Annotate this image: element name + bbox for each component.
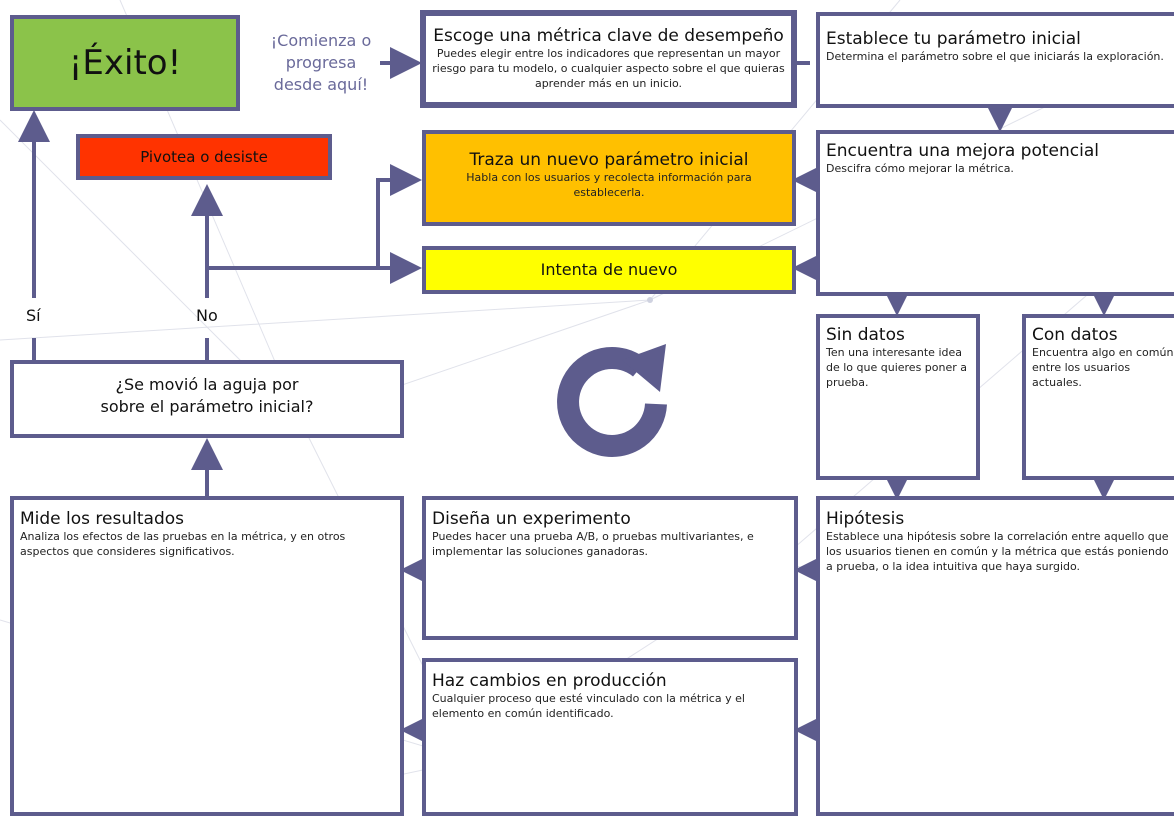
- node-escoge-title: Escoge una métrica clave de desempeño: [433, 26, 784, 46]
- node-pregunta-title: ¿Se movió la aguja por sobre el parámetr…: [100, 375, 314, 416]
- node-disena-title: Diseña un experimento: [432, 509, 631, 529]
- start-label: ¡Comienza o progresa desde aquí!: [270, 31, 372, 94]
- node-con-datos: Con datos Encuentra algo en común entre …: [1022, 314, 1174, 480]
- circular-arrow-icon: [557, 344, 667, 457]
- node-encuentra-desc: Descifra cómo mejorar la métrica.: [826, 162, 1014, 175]
- node-traza: Traza un nuevo parámetro inicial Habla c…: [422, 130, 796, 226]
- node-mide: Mide los resultados Analiza los efectos …: [10, 496, 404, 816]
- node-haz-title: Haz cambios en producción: [432, 671, 667, 691]
- node-exito-title: ¡Éxito!: [68, 43, 182, 83]
- node-sin-datos-desc: Ten una interesante idea de lo que quier…: [826, 346, 968, 389]
- node-establece-title: Establece tu parámetro inicial: [826, 29, 1081, 49]
- node-intenta-title: Intenta de nuevo: [540, 260, 678, 279]
- label-si: Sí: [26, 306, 41, 325]
- connectors: [18, 47, 1120, 746]
- node-haz-cambios: Haz cambios en producción Cualquier proc…: [422, 658, 798, 816]
- node-hipotesis: Hipótesis Establece una hipótesis sobre …: [816, 496, 1174, 816]
- node-escoge-desc: Puedes elegir entre los indicadores que …: [432, 47, 785, 90]
- node-pivotea: Pivotea o desiste: [76, 134, 332, 180]
- label-no: No: [196, 306, 218, 325]
- node-sin-datos-title: Sin datos: [826, 325, 905, 345]
- node-disena: Diseña un experimento Puedes hacer una p…: [422, 496, 798, 640]
- node-mide-title: Mide los resultados: [20, 509, 184, 529]
- node-hipotesis-desc: Establece una hipótesis sobre la correla…: [826, 530, 1169, 573]
- node-con-datos-desc: Encuentra algo en común entre los usuari…: [1032, 346, 1174, 389]
- node-con-datos-title: Con datos: [1032, 325, 1118, 345]
- node-mide-desc: Analiza los efectos de las pruebas en la…: [20, 530, 346, 558]
- node-establece-desc: Determina el parámetro sobre el que inic…: [826, 50, 1164, 63]
- node-traza-title: Traza un nuevo parámetro inicial: [469, 150, 749, 170]
- node-pregunta: ¿Se movió la aguja por sobre el parámetr…: [10, 360, 404, 438]
- node-traza-desc: Habla con los usuarios y recolecta infor…: [466, 171, 752, 199]
- node-intenta: Intenta de nuevo: [422, 246, 796, 294]
- node-escoge-metrica: Escoge una métrica clave de desempeño Pu…: [420, 10, 797, 108]
- node-disena-desc: Puedes hacer una prueba A/B, o pruebas m…: [432, 530, 754, 558]
- node-encuentra: Encuentra una mejora potencial Descifra …: [816, 130, 1174, 296]
- node-sin-datos: Sin datos Ten una interesante idea de lo…: [816, 314, 980, 480]
- node-encuentra-title: Encuentra una mejora potencial: [826, 141, 1099, 161]
- node-establece: Establece tu parámetro inicial Determina…: [816, 12, 1174, 108]
- node-pivotea-title: Pivotea o desiste: [140, 148, 268, 166]
- node-hipotesis-title: Hipótesis: [826, 509, 905, 529]
- node-exito: ¡Éxito!: [10, 15, 240, 111]
- node-haz-desc: Cualquier proceso que esté vinculado con…: [432, 692, 745, 720]
